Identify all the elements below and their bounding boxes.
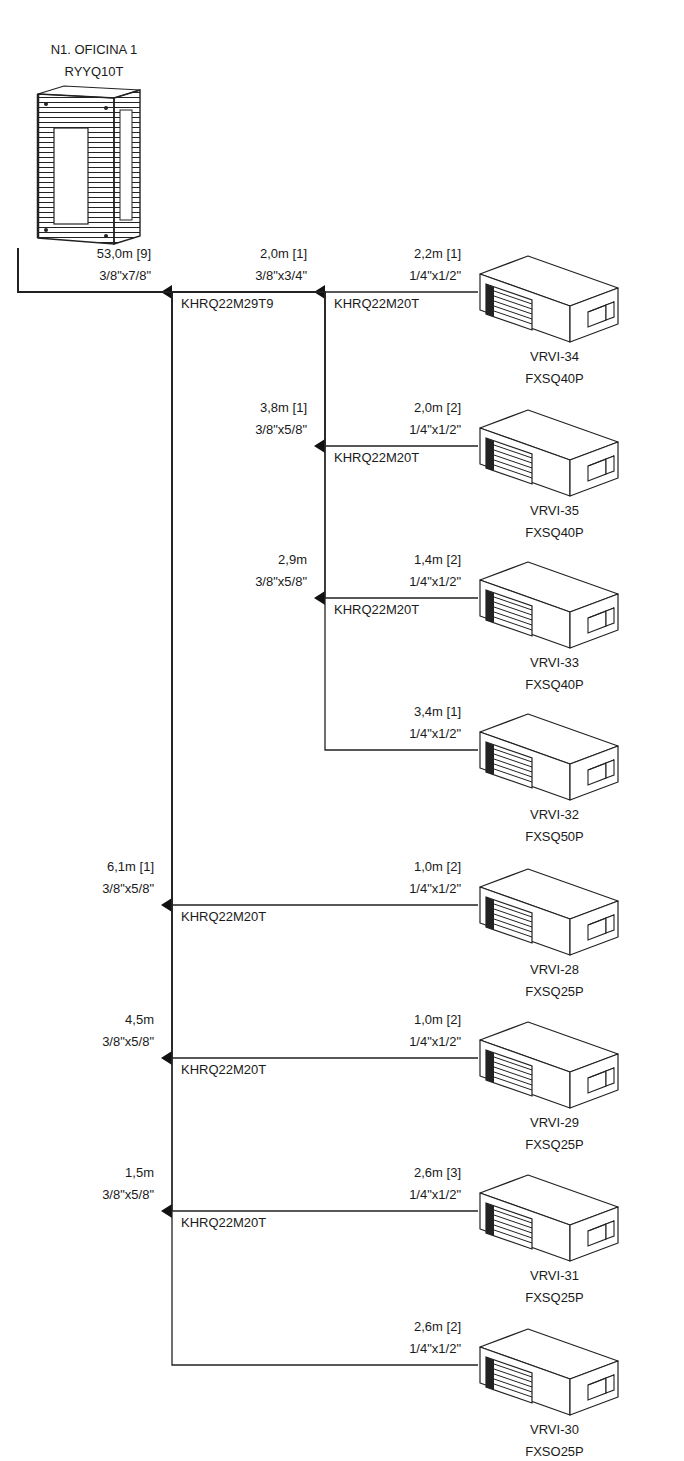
refrigerant-pipe (18, 248, 478, 750)
pipe-label: 2,6m [3] (413, 1165, 462, 1180)
unit-name: VRVI-32 (478, 804, 631, 826)
unit-name: VRVI-31 (478, 1265, 631, 1287)
refnet-label: KHRQ22M20T (180, 1062, 267, 1077)
unit-model: FXSQ25P (478, 1287, 631, 1309)
indoor-unit: VRVI-28FXSQ25P (478, 867, 631, 1003)
unit-model: FXSQ50P (478, 826, 631, 848)
refnet-label: KHRQ22M20T (180, 909, 267, 924)
indoor-unit: VRVI-30FXSO25P (478, 1327, 631, 1461)
pipe-label: 1,0m [2] (413, 1012, 462, 1027)
unit-model: FXSQ40P (478, 368, 631, 390)
unit-name: N1. OFICINA 1 (15, 39, 173, 61)
pipe-label: 6,1m [1] (106, 859, 155, 874)
pipe-label: 3,8m [1] (259, 400, 308, 415)
indoor-unit: VRVI-35FXSQ40P (478, 408, 631, 544)
pipe-label: 1/4"x1/2" (408, 422, 462, 437)
pipe-label: 1/4"x1/2" (408, 268, 462, 283)
pipe-label: 1/4"x1/2" (408, 1341, 462, 1356)
outdoor-unit-art (38, 86, 140, 244)
indoor-unit: VRVI-32FXSQ50P (478, 712, 631, 848)
pipe-label: 1,4m [2] (413, 552, 462, 567)
refnet-label: KHRQ22M20T (333, 602, 420, 617)
refrigerant-pipe (18, 248, 478, 292)
refnet-label: KHRQ22M20T (333, 296, 420, 311)
unit-name: VRVI-29 (478, 1112, 631, 1134)
pipe-label: 1/4"x1/2" (408, 1187, 462, 1202)
pipe-label: 3/8"x5/8" (101, 1034, 155, 1049)
refnet-symbol (161, 285, 325, 1218)
indoor-unit: VRVI-33FXSQ40P (478, 560, 631, 696)
refnet-label: KHRQ22M20T (180, 1215, 267, 1230)
unit-name: VRVI-30 (478, 1419, 631, 1441)
unit-name: VRVI-28 (478, 959, 631, 981)
pipe-label: 1,0m [2] (413, 859, 462, 874)
pipe-label: 2,0m [2] (413, 400, 462, 415)
pipe-label: 1/4"x1/2" (408, 726, 462, 741)
pipe-label: 4,5m (124, 1012, 155, 1027)
pipe-label: 2,0m [1] (259, 246, 308, 261)
pipe-label: 2,9m (277, 552, 308, 567)
indoor-unit: VRVI-31FXSQ25P (478, 1173, 631, 1309)
pipe-label: 3/8"x5/8" (101, 881, 155, 896)
pipe-label: 1/4"x1/2" (408, 1034, 462, 1049)
unit-model: FXSQ40P (478, 674, 631, 696)
unit-model: RYYQ10T (15, 61, 173, 83)
refnet-label: KHRQ22M29T9 (180, 296, 274, 311)
refnet-label: KHRQ22M20T (333, 450, 420, 465)
pipe-label: 1,5m (124, 1165, 155, 1180)
pipe-label: 2,2m [1] (413, 246, 462, 261)
pipe-label: 3/8"x3/4" (254, 268, 308, 283)
pipe-label: 53,0m [9] (96, 246, 152, 261)
refrigerant-pipe (18, 248, 478, 446)
pipe-label: 3/8"x5/8" (254, 574, 308, 589)
refrigerant-pipe (18, 248, 478, 905)
unit-model: FXSQ40P (478, 522, 631, 544)
refrigerant-pipe (18, 248, 478, 598)
refrigerant-pipe (18, 248, 478, 1365)
unit-model: FXSQ25P (478, 981, 631, 1003)
pipe-label: 1/4"x1/2" (408, 881, 462, 896)
pipe-label: 2,6m [2] (413, 1319, 462, 1334)
pipe-label: 3/8"x5/8" (101, 1187, 155, 1202)
outdoor-unit: N1. OFICINA 1RYYQ10T (15, 38, 173, 248)
pipe-label: 3/8"x7/8" (98, 268, 152, 283)
unit-name: VRVI-34 (478, 346, 631, 368)
pipe-label: 3/8"x5/8" (254, 422, 308, 437)
indoor-unit: VRVI-29FXSQ25P (478, 1020, 631, 1156)
refrigerant-pipe (18, 248, 478, 1211)
unit-model: FXSQ25P (478, 1134, 631, 1156)
pipe-label: 3,4m [1] (413, 704, 462, 719)
refrigerant-pipe (18, 248, 478, 1058)
unit-name: VRVI-35 (478, 500, 631, 522)
pipe-label: 1/4"x1/2" (408, 574, 462, 589)
unit-name: VRVI-33 (478, 652, 631, 674)
indoor-unit: VRVI-34FXSQ40P (478, 254, 631, 390)
unit-model: FXSO25P (478, 1441, 631, 1461)
